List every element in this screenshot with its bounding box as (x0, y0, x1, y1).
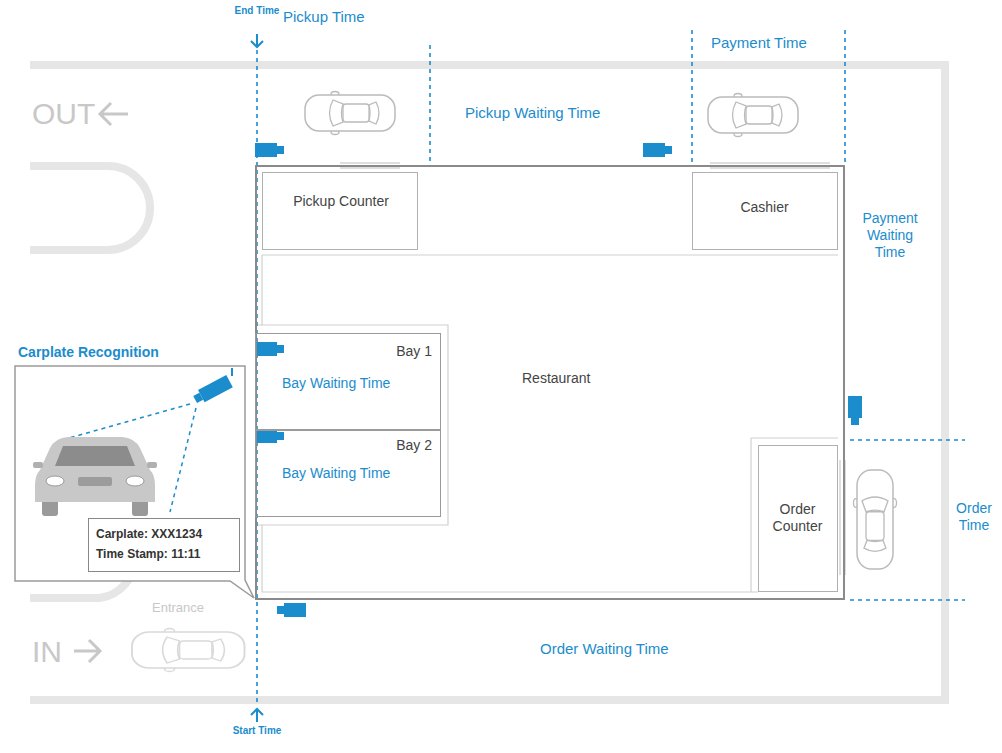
diagram-label: OUT (32, 96, 102, 132)
carplate-callout (15, 366, 254, 598)
counter-box: Cashier (692, 172, 838, 250)
diagram-label: Order Waiting Time (540, 640, 740, 658)
node-note: Bay Waiting Time (282, 465, 438, 482)
node-title: Order Counter (759, 501, 836, 535)
node-title: Bay 1 (352, 343, 432, 360)
counter-box: Order Counter (758, 445, 838, 592)
interior-wall (255, 255, 838, 592)
diagram-label: Pickup Time (283, 8, 423, 26)
bay-box: Bay 2 Bay Waiting Time (255, 430, 441, 517)
diagram-label: IN (32, 634, 72, 670)
diagram-label: Start Time (232, 725, 282, 736)
node-title: Bay 2 (352, 437, 432, 454)
node-title: Restaurant (522, 370, 632, 387)
diagram-label: Entrance (152, 600, 242, 616)
diagram-label: Pickup Waiting Time (465, 104, 665, 122)
time-arrow (251, 34, 263, 722)
timing-line (257, 30, 965, 705)
node-title: Cashier (693, 199, 836, 216)
diagram-label: End Time (232, 5, 282, 16)
window (340, 163, 845, 575)
diagram-label: Order Time (950, 500, 998, 534)
building: RestaurantPickup CounterCashierBay 1Bay … (255, 165, 845, 600)
counter-box: Pickup Counter (262, 172, 418, 250)
node-title: Pickup Counter (291, 193, 391, 210)
carplate-readout: Carplate: XXX1234Time Stamp: 11:11 (88, 518, 240, 572)
diagram-label: Carplate Recognition (18, 344, 238, 361)
node-note: Time Stamp: 11:11 (96, 547, 236, 561)
node-note: Bay Waiting Time (282, 375, 438, 392)
bay-box: Bay 1 Bay Waiting Time (255, 333, 441, 430)
node-title: Carplate: XXX1234 (96, 527, 236, 541)
camera (255, 143, 862, 617)
diagram-label: Payment Time (711, 34, 841, 52)
diagram-label: Payment Waiting Time (852, 210, 928, 260)
